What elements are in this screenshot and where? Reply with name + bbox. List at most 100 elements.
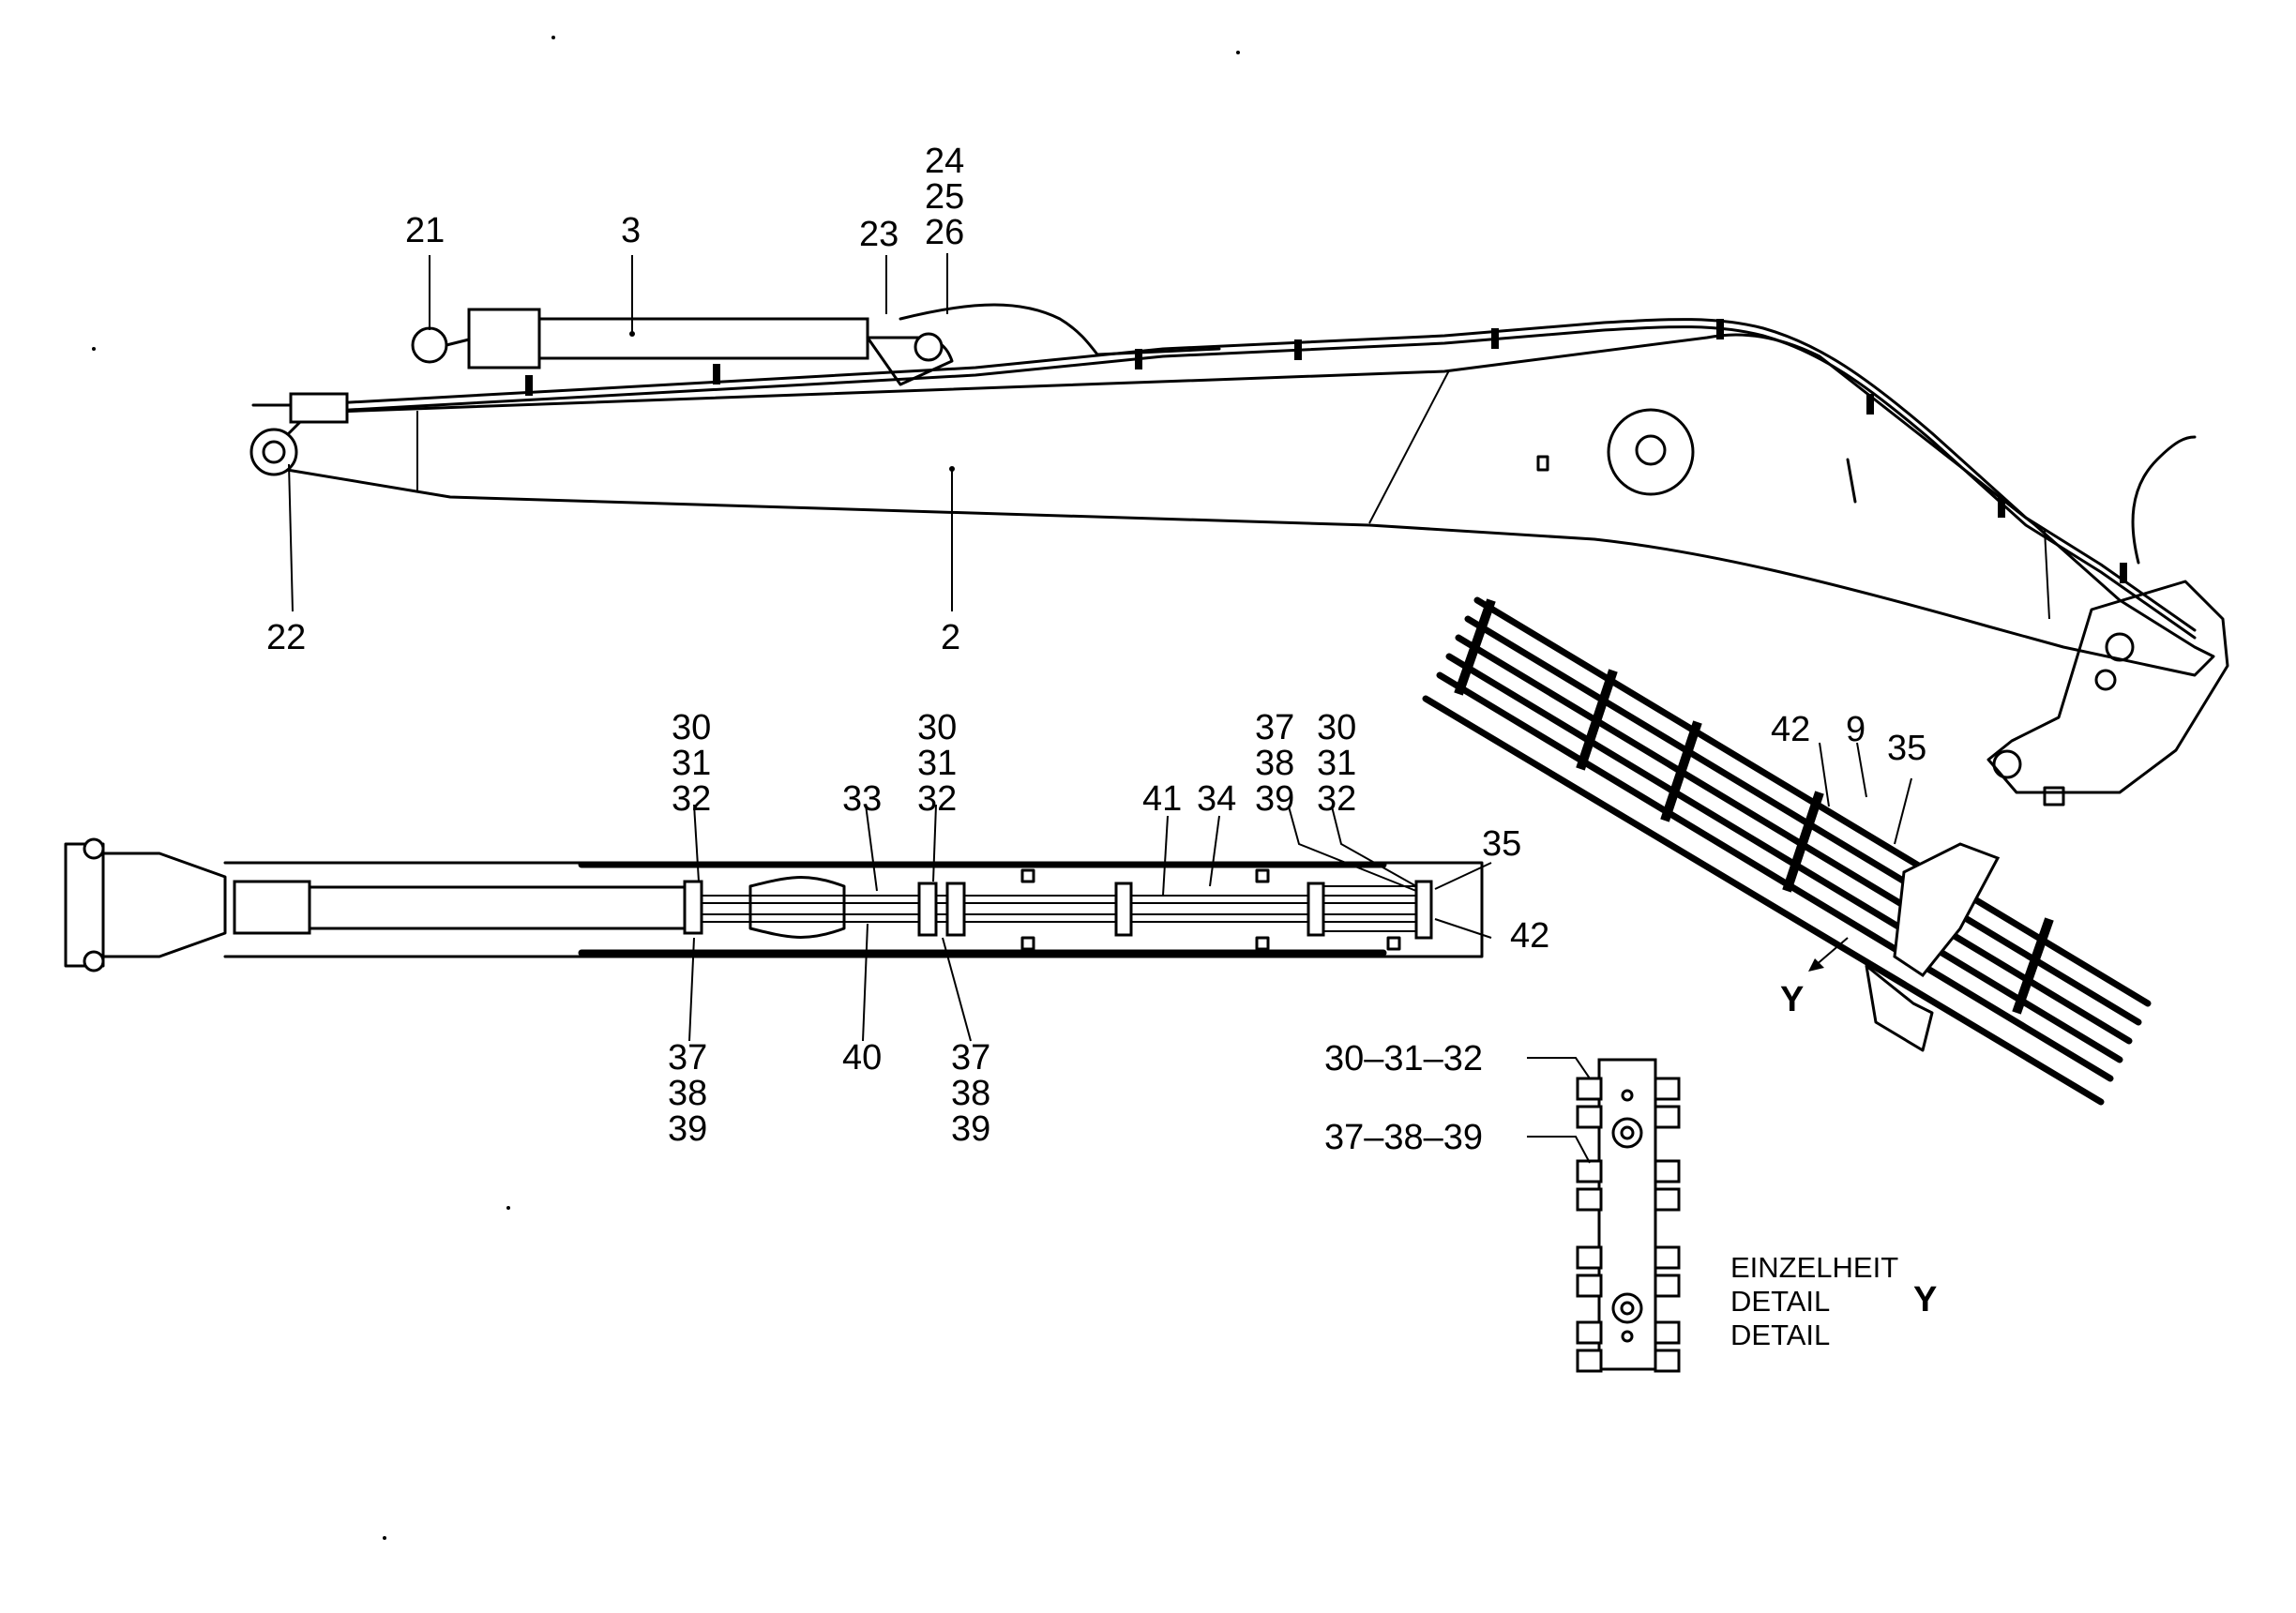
hydraulic-hose-loop (2131, 435, 2197, 565)
clamp-screw-bottom-inner (1620, 1301, 1635, 1316)
detail-bracket-plate (1893, 842, 2001, 978)
side-view: 21 3 23 24 25 26 22 2 (249, 142, 2229, 806)
label-35-detail: 35 (1887, 729, 1926, 768)
boom-diagonal-weld (1368, 369, 1450, 524)
label-26: 26 (925, 213, 964, 252)
hydraulic-line-a (298, 325, 2197, 640)
label-39b: 39 (951, 1109, 990, 1149)
cylinder-mount-pin (1635, 434, 1667, 466)
leader-clamp-mid (1527, 1136, 1591, 1164)
label-32a: 32 (672, 779, 711, 819)
clamp-hole-top (1621, 1089, 1634, 1102)
cylinder-rod (445, 338, 471, 347)
boom-marker (1536, 455, 1549, 472)
clamp-bolts-left (1576, 1077, 1603, 1373)
scan-specks (92, 36, 1240, 1540)
detail-title-en: DETAIL (1730, 1285, 1830, 1318)
label-37a: 37 (668, 1038, 707, 1078)
clamp-bolts-right (1654, 1077, 1681, 1373)
detail-letter-y: Y (1913, 1280, 1937, 1319)
label-31b: 31 (917, 744, 957, 783)
label-37c: 37 (1255, 708, 1294, 747)
arm-cylinder-head (467, 308, 541, 369)
foot-pin-3 (2094, 669, 2117, 691)
label-30-31-32: 30–31–32 (1324, 1039, 1483, 1078)
tip-pin (249, 428, 298, 476)
cylinder-rod-eye (411, 326, 448, 364)
arm-cylinder-barrel (537, 317, 869, 360)
label-38b: 38 (951, 1074, 990, 1113)
tip-block (64, 842, 105, 968)
leader-clamp-top (1527, 1057, 1591, 1079)
label-9-detail: 9 (1846, 710, 1866, 749)
foot-pin (1992, 749, 2022, 779)
label-25: 25 (925, 177, 964, 217)
label-22: 22 (266, 618, 306, 657)
boom-foot-bracket (1986, 580, 2229, 794)
hydraulic-line-b (298, 318, 2197, 632)
label-35: 35 (1482, 824, 1521, 864)
tip-fork (101, 852, 227, 958)
diagonal-detail-view: 42 9 35 Y (1422, 596, 2152, 1106)
label-41: 41 (1142, 779, 1182, 819)
top-cyl-end (748, 876, 846, 939)
detail-pipe-bundle (1422, 596, 2152, 1106)
clamp-detail-y: 30–31–32 37–38–39 EINZELHEIT DETAIL DETA… (1324, 1039, 1937, 1373)
label-37b: 37 (951, 1038, 990, 1078)
label-24: 24 (925, 142, 964, 181)
label-34: 34 (1197, 779, 1236, 819)
label-y-detail: Y (1780, 980, 1804, 1019)
label-39c: 39 (1255, 779, 1294, 819)
clamp-screw-top-inner (1620, 1125, 1635, 1140)
label-2: 2 (941, 618, 960, 657)
label-21: 21 (405, 211, 445, 250)
detail-title-de: EINZELHEIT (1730, 1251, 1898, 1284)
boom-outline (279, 333, 2215, 677)
top-boom-outline (223, 861, 1484, 958)
label-30a: 30 (672, 708, 711, 747)
top-rivets (1020, 868, 1401, 951)
tip-bolt-2 (83, 950, 105, 972)
clamp-body (1597, 1058, 1657, 1371)
line-clamps-side (525, 319, 2127, 583)
tip-bracket (289, 392, 349, 424)
label-31a: 31 (672, 744, 711, 783)
label-3: 3 (621, 211, 641, 250)
leader-9-detail (1856, 742, 1867, 798)
leader-42-detail (1819, 742, 1830, 807)
label-23: 23 (859, 215, 899, 254)
label-42-detail: 42 (1771, 710, 1810, 749)
boom-rear-weld (2044, 529, 2050, 620)
label-32b: 32 (917, 779, 957, 819)
detail-title-fr: DETAIL (1730, 1319, 1830, 1351)
clamp-screw-bottom (1611, 1292, 1643, 1324)
tip-pin-hole (262, 440, 286, 464)
label-37-38-39: 37–38–39 (1324, 1118, 1483, 1157)
foot-pin-2 (2105, 632, 2135, 662)
top-view: 30 31 32 30 31 32 33 41 34 37 38 39 30 3… (64, 708, 1549, 1149)
leader-y-arrow (1814, 937, 1849, 967)
tip-bolt-1 (83, 837, 105, 860)
leader-dot-3 (629, 331, 635, 337)
top-cyl-barrel (308, 885, 687, 930)
foot-block (2043, 786, 2065, 806)
label-32c: 32 (1317, 779, 1356, 819)
label-40: 40 (842, 1038, 882, 1078)
bracket-pin (914, 332, 944, 362)
clamp-screw-top (1611, 1117, 1643, 1149)
label-30c: 30 (1317, 708, 1356, 747)
arrow-head (1808, 958, 1824, 972)
label-39a: 39 (668, 1109, 707, 1149)
label-33: 33 (842, 779, 882, 819)
detail-bracket-outline (1865, 964, 1934, 1052)
label-31c: 31 (1317, 744, 1356, 783)
leader-dot-2 (949, 466, 955, 472)
label-38a: 38 (668, 1074, 707, 1113)
label-42: 42 (1510, 916, 1549, 956)
clamp-hole-bottom (1621, 1330, 1634, 1343)
top-clamps (683, 880, 1433, 940)
side-leaders (288, 253, 953, 612)
boom-slot (1846, 458, 1857, 504)
leader-35-detail (1894, 777, 1912, 845)
